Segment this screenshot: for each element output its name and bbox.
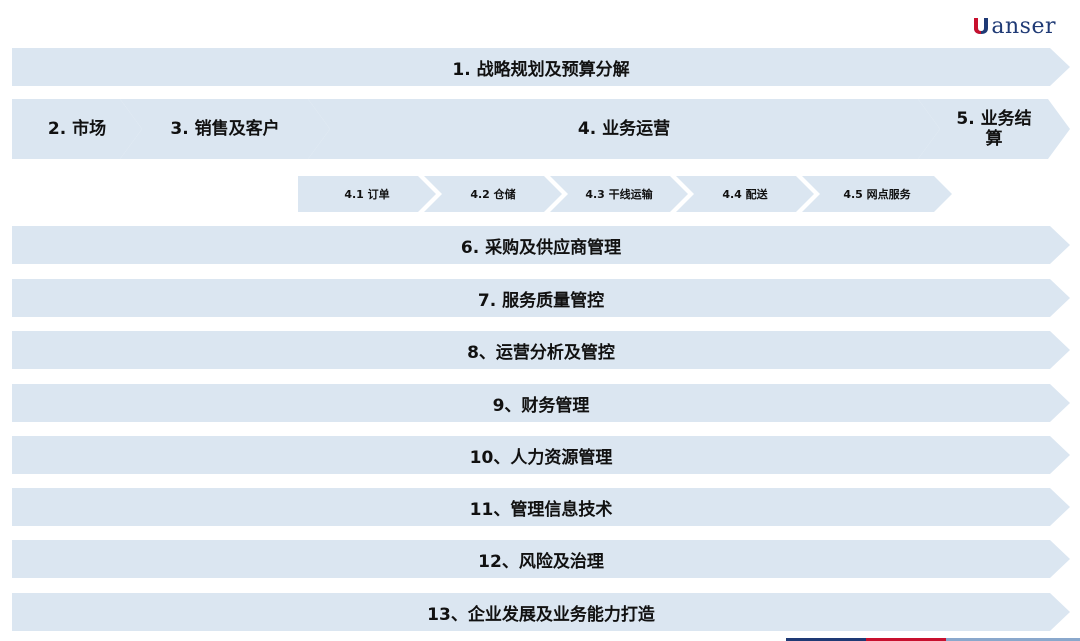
u-logo-icon	[973, 15, 989, 34]
sub-label: 4.3 干线运输	[585, 188, 653, 201]
sub-label: 4.1 订单	[344, 188, 390, 201]
process-sales-customer: 3. 销售及客户	[120, 99, 330, 159]
process-business-settlement: 5. 业务结算	[918, 99, 1070, 159]
logo-text: anser	[991, 14, 1056, 39]
sub-label: 4.2 仓储	[470, 188, 516, 201]
sub-order: 4.1 订单	[298, 176, 436, 212]
band-label: 8、运营分析及管控	[467, 342, 615, 363]
process-label: 5. 业务结算	[956, 109, 1032, 149]
process-label: 4. 业务运营	[577, 119, 671, 139]
band-corporate-development: 13、企业发展及业务能力打造	[12, 593, 1070, 631]
band-label: 9、财务管理	[492, 395, 590, 416]
footer-accent-light	[946, 638, 1080, 641]
band-human-resources: 10、人力资源管理	[12, 436, 1070, 474]
sub-label: 4.5 网点服务	[843, 188, 911, 201]
footer-accent-red	[866, 638, 946, 641]
band-label: 12、风险及治理	[478, 551, 604, 572]
band-label: 13、企业发展及业务能力打造	[427, 604, 655, 625]
sub-delivery: 4.4 配送	[676, 176, 814, 212]
band-risk-governance: 12、风险及治理	[12, 540, 1070, 578]
sub-warehousing: 4.2 仓储	[424, 176, 562, 212]
sub-outlet-service: 4.5 网点服务	[802, 176, 952, 212]
process-label: 2. 市场	[47, 119, 107, 139]
process-market: 2. 市场	[12, 99, 142, 159]
band-procurement: 6. 采购及供应商管理	[12, 226, 1070, 264]
band-label: 11、管理信息技术	[469, 499, 613, 520]
band-service-quality: 7. 服务质量管控	[12, 279, 1070, 317]
band-finance: 9、财务管理	[12, 384, 1070, 422]
band-label: 1. 战略规划及预算分解	[452, 59, 630, 80]
band-label: 7. 服务质量管控	[477, 290, 605, 311]
band-label: 10、人力资源管理	[469, 447, 613, 468]
sub-trunk-transport: 4.3 干线运输	[550, 176, 688, 212]
footer-accent-blue	[786, 638, 866, 641]
sub-label: 4.4 配送	[722, 188, 768, 201]
process-business-operations: 4. 业务运营	[308, 99, 940, 159]
band-label: 6. 采购及供应商管理	[460, 237, 622, 258]
uanser-logo: anser	[973, 14, 1056, 39]
band-strategy-planning: 1. 战略规划及预算分解	[12, 48, 1070, 86]
band-information-technology: 11、管理信息技术	[12, 488, 1070, 526]
band-operations-analysis: 8、运营分析及管控	[12, 331, 1070, 369]
process-label: 3. 销售及客户	[170, 119, 280, 139]
